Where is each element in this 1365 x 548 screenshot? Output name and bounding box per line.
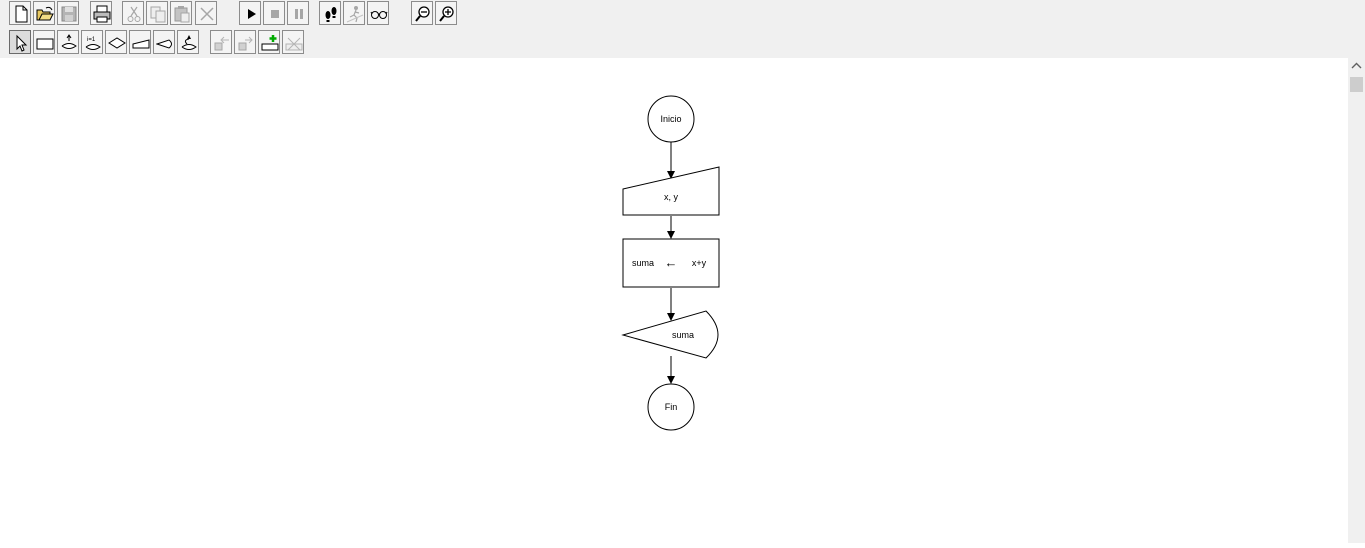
input-node[interactable]: x, y bbox=[622, 166, 720, 216]
move-left-icon bbox=[214, 36, 229, 51]
cut-button[interactable] bbox=[122, 1, 144, 25]
start-node[interactable]: Inicio bbox=[647, 95, 695, 143]
glasses-icon bbox=[370, 11, 388, 19]
output-node[interactable]: suma bbox=[621, 310, 719, 359]
paste-button[interactable] bbox=[170, 1, 192, 25]
move-left-button[interactable] bbox=[210, 30, 232, 54]
pause-button[interactable] bbox=[287, 1, 309, 25]
stop-button[interactable] bbox=[263, 1, 285, 25]
footsteps-icon bbox=[325, 7, 337, 22]
for-tool-button[interactable]: i=1 bbox=[81, 30, 103, 54]
toolbar-area: i=1 bbox=[0, 0, 1365, 58]
zoom-out-icon bbox=[415, 6, 430, 22]
stop-icon bbox=[271, 10, 279, 18]
process-tool-button[interactable] bbox=[33, 30, 55, 54]
toolbar-row-main bbox=[0, 1, 1365, 27]
for-loop-icon: i=1 bbox=[85, 37, 101, 50]
output-label: suma bbox=[672, 330, 694, 340]
diamond-icon bbox=[108, 37, 126, 49]
open-folder-icon bbox=[36, 6, 54, 21]
delete-button[interactable] bbox=[195, 1, 217, 25]
copy-button[interactable] bbox=[146, 1, 168, 25]
input-trapezoid-icon bbox=[132, 39, 150, 49]
save-button[interactable] bbox=[57, 1, 79, 25]
pause-icon bbox=[295, 9, 303, 19]
print-button[interactable] bbox=[90, 1, 112, 25]
run-button[interactable] bbox=[239, 1, 261, 25]
new-file-button[interactable] bbox=[9, 1, 31, 25]
add-function-icon bbox=[261, 35, 279, 51]
decision-tool-button[interactable] bbox=[105, 30, 127, 54]
svg-text:i=1: i=1 bbox=[87, 37, 96, 43]
assign-arrow-icon: ← bbox=[665, 255, 678, 270]
step-button[interactable] bbox=[319, 1, 341, 25]
add-function-button[interactable] bbox=[258, 30, 280, 54]
save-icon bbox=[61, 6, 77, 22]
move-right-icon bbox=[238, 36, 253, 51]
paste-icon bbox=[174, 6, 190, 23]
process-rect-icon bbox=[36, 38, 54, 50]
chevron-up-icon[interactable] bbox=[1348, 58, 1365, 75]
input-tool-button[interactable] bbox=[129, 30, 151, 54]
scissors-icon bbox=[127, 6, 141, 22]
delete-function-icon bbox=[285, 37, 303, 51]
end-node[interactable]: Fin bbox=[647, 383, 695, 431]
copy-icon bbox=[150, 6, 166, 23]
repeat-tool-button[interactable] bbox=[177, 30, 199, 54]
flowchart-diagram: Inicio x, y suma ← x+y suma Fin bbox=[621, 95, 720, 431]
cursor-arrow-icon bbox=[16, 34, 28, 52]
open-button[interactable] bbox=[33, 1, 55, 25]
display-output-icon bbox=[156, 39, 172, 49]
condition-tool-button[interactable] bbox=[57, 30, 79, 54]
start-label: Inicio bbox=[660, 114, 681, 124]
scroll-thumb[interactable] bbox=[1350, 77, 1363, 92]
zoom-in-icon bbox=[439, 6, 454, 22]
process-variable: suma bbox=[632, 258, 654, 268]
delete-x-icon bbox=[200, 7, 214, 21]
process-expression: x+y bbox=[692, 258, 707, 268]
vertical-scrollbar[interactable] bbox=[1348, 58, 1365, 543]
repeat-loop-icon bbox=[181, 35, 197, 50]
end-label: Fin bbox=[665, 402, 678, 412]
new-file-icon bbox=[15, 5, 28, 23]
process-node[interactable]: suma ← x+y bbox=[622, 238, 720, 288]
delete-function-button[interactable] bbox=[282, 30, 304, 54]
watch-button[interactable] bbox=[367, 1, 389, 25]
flowchart-canvas[interactable]: Inicio x, y suma ← x+y suma Fin bbox=[0, 58, 1348, 543]
while-loop-icon bbox=[61, 34, 77, 49]
printer-icon bbox=[93, 5, 111, 23]
step-into-button[interactable] bbox=[343, 1, 365, 25]
zoom-out-button[interactable] bbox=[411, 1, 433, 25]
running-figure-icon bbox=[346, 6, 364, 23]
output-tool-button[interactable] bbox=[153, 30, 175, 54]
move-right-button[interactable] bbox=[234, 30, 256, 54]
play-icon bbox=[248, 9, 256, 19]
input-label: x, y bbox=[664, 192, 679, 202]
select-tool-button[interactable] bbox=[9, 30, 31, 54]
zoom-in-button[interactable] bbox=[435, 1, 457, 25]
toolbar-row-shapes: i=1 bbox=[0, 30, 1365, 56]
